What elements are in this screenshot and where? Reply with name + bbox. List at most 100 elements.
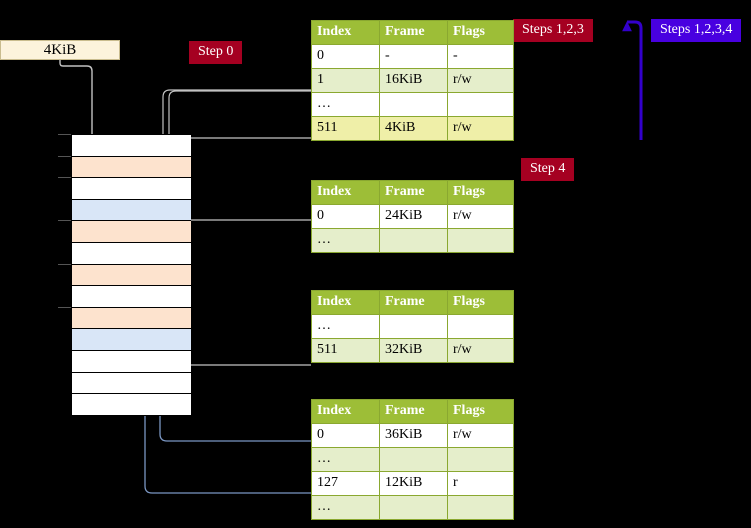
- pill-steps-123-label: Steps 1,2,3: [522, 22, 584, 37]
- table-cell-frame: [379, 91, 448, 117]
- table-row: 0--: [311, 43, 514, 69]
- table-cell-frame: 32KiB: [379, 337, 448, 363]
- table-cell-index: 0: [311, 422, 380, 448]
- column-header-flags: Flags: [447, 399, 514, 424]
- table-cell-frame: [379, 494, 448, 520]
- memory-frame-row: [72, 134, 191, 157]
- frame-box-4kib: 4KiB: [0, 40, 120, 60]
- table-cell-frame: 4KiB: [379, 115, 448, 141]
- pill-step-4: Step 4: [521, 158, 575, 181]
- table-cell-index: 1: [311, 67, 380, 93]
- table-cell-flags: r/w: [447, 337, 514, 363]
- wire-mem-to-l3: [177, 219, 311, 262]
- pill-step-0: Step 0: [189, 41, 243, 64]
- memory-frame-row: [72, 371, 191, 395]
- table-cell-flags: [447, 446, 514, 472]
- memory-tick: [58, 263, 71, 265]
- column-header-flags: Flags: [447, 290, 514, 315]
- pill-steps-1234-label: Steps 1,2,3,4: [660, 22, 733, 37]
- memory-tick: [58, 177, 71, 179]
- memory-tick: [58, 306, 71, 308]
- table-cell-flags: r/w: [447, 67, 514, 93]
- memory-frame-row: [72, 198, 191, 222]
- pill-steps-1234: Steps 1,2,3,4: [651, 19, 742, 42]
- table-cell-flags: [447, 313, 514, 339]
- table-cell-flags: r/w: [447, 203, 514, 229]
- table-cell-frame: 24KiB: [379, 203, 448, 229]
- table-cell-flags: r: [447, 470, 514, 496]
- physical-memory-column: [71, 134, 191, 416]
- column-header-frame: Frame: [379, 399, 448, 424]
- table-cell-index: 0: [311, 203, 380, 229]
- memory-frame-row: [72, 393, 191, 416]
- memory-frame-row: [72, 242, 191, 265]
- memory-tick: [58, 155, 71, 157]
- memory-tick: [58, 220, 71, 222]
- table-row: …: [311, 91, 514, 117]
- column-header-index: Index: [311, 290, 380, 315]
- column-header-frame: Frame: [379, 180, 448, 205]
- table-cell-flags: [447, 91, 514, 117]
- table-cell-frame: 36KiB: [379, 422, 448, 448]
- table-cell-index: …: [311, 313, 380, 339]
- memory-frame-row: [72, 306, 191, 330]
- table-row: …: [311, 494, 514, 520]
- table-cell-frame: [379, 446, 448, 472]
- table-row: …: [311, 446, 514, 472]
- table-cell-frame: 16KiB: [379, 67, 448, 93]
- table-cell-index: …: [311, 227, 380, 253]
- table-row: …: [311, 313, 514, 339]
- memory-frame-row: [72, 328, 191, 351]
- table-cell-index: 511: [311, 115, 380, 141]
- table-row: …: [311, 227, 514, 253]
- table-cell-index: 0: [311, 43, 380, 69]
- table-cell-index: …: [311, 494, 380, 520]
- memory-frame-row: [72, 220, 191, 243]
- table-cell-index: 127: [311, 470, 380, 496]
- wire-steps-bracket: [622, 20, 643, 140]
- pill-step-4-label: Step 4: [530, 161, 566, 176]
- table-cell-flags: r/w: [447, 115, 514, 141]
- wire-l2-to-memory: [170, 311, 311, 366]
- table-cell-flags: -: [447, 43, 514, 69]
- table-cell-frame: [379, 313, 448, 339]
- pill-step-0-label: Step 0: [198, 44, 234, 59]
- column-header-index: Index: [311, 399, 380, 424]
- memory-frame-row: [72, 177, 191, 200]
- column-header-index: Index: [311, 180, 380, 205]
- table-cell-flags: [447, 494, 514, 520]
- table-cell-frame: -: [379, 43, 448, 69]
- memory-frame-row: [72, 155, 191, 179]
- column-header-index: Index: [311, 20, 380, 45]
- table-cell-frame: 12KiB: [379, 470, 448, 496]
- memory-frame-row: [72, 285, 191, 308]
- column-header-frame: Frame: [379, 20, 448, 45]
- pill-steps-123: Steps 1,2,3: [513, 19, 593, 42]
- table-cell-flags: [447, 227, 514, 253]
- frame-box-label: 4KiB: [43, 41, 77, 58]
- memory-tick: [58, 134, 71, 135]
- table-cell-index: …: [311, 446, 380, 472]
- table-cell-frame: [379, 227, 448, 253]
- column-header-frame: Frame: [379, 290, 448, 315]
- table-cell-flags: r/w: [447, 422, 514, 448]
- column-header-flags: Flags: [447, 20, 514, 45]
- table-cell-index: …: [311, 91, 380, 117]
- memory-frame-row: [72, 263, 191, 287]
- table-cell-index: 511: [311, 337, 380, 363]
